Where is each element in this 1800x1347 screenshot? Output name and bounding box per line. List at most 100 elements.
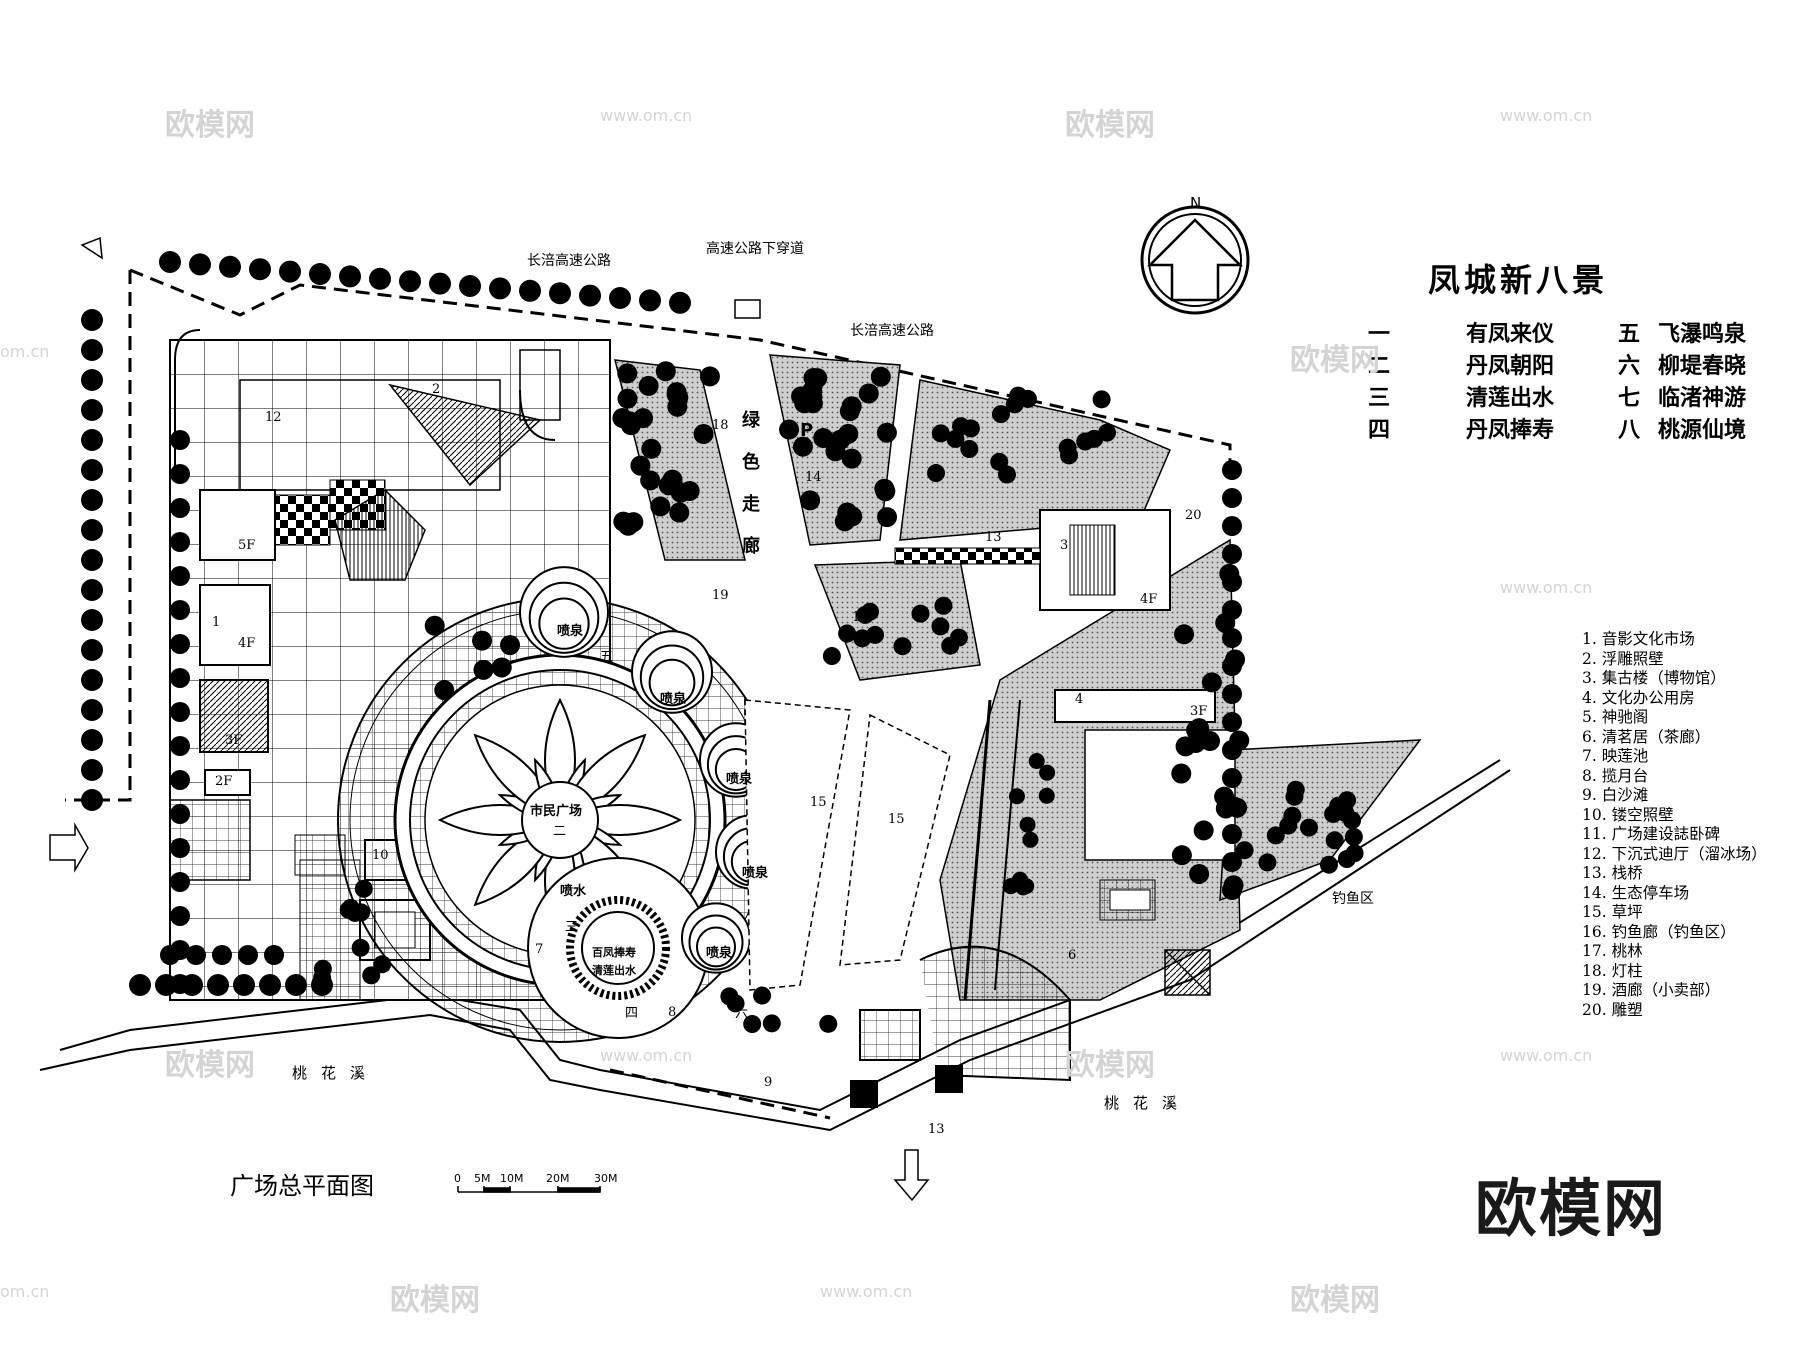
zone-number: 15 xyxy=(852,610,869,625)
scene-row: 一有凤来仪五飞瀑鸣泉 xyxy=(1368,318,1746,350)
tree-symbol xyxy=(1222,600,1242,620)
zone-number: 7 xyxy=(535,942,544,957)
tree-symbol xyxy=(1019,816,1036,833)
tree-symbol xyxy=(500,635,521,656)
tree-symbol xyxy=(1222,460,1242,480)
key-item: 12. 下沉式迪厅（溜冰场） xyxy=(1582,844,1767,863)
zone-number: 20 xyxy=(1185,508,1202,523)
tree-symbol xyxy=(1222,544,1242,564)
tree-symbol xyxy=(1299,818,1318,837)
watermark: 欧模网 xyxy=(1065,108,1155,143)
key-item: 19. 酒廊（小卖部） xyxy=(1582,981,1721,999)
tree-symbol xyxy=(1258,853,1277,872)
tree-symbol xyxy=(170,804,190,824)
watermark: 欧模网 xyxy=(165,1048,255,1083)
tree-symbol xyxy=(170,532,190,552)
tree-symbol xyxy=(630,455,651,476)
zone-number: 10 xyxy=(372,848,389,863)
tree-symbol xyxy=(81,369,103,391)
green-corridor-label: 绿色走廊 xyxy=(742,410,760,557)
tree-symbol xyxy=(81,699,103,721)
tree-symbol xyxy=(640,470,661,491)
scene-name: 丹凤捧寿 xyxy=(1466,417,1555,443)
tree-symbol xyxy=(1325,831,1344,850)
road-label: 高速公路下穿道 xyxy=(706,241,804,257)
tree-symbol xyxy=(399,270,421,293)
plan-caption: 广场总平面图 xyxy=(230,1172,374,1200)
scene-marker: 六 xyxy=(735,1006,749,1021)
tree-symbol xyxy=(997,465,1016,484)
fountain-label: 喷泉 xyxy=(706,946,733,961)
tree-symbol xyxy=(623,512,644,533)
watermark: www.om.cn xyxy=(1500,578,1593,597)
floor-label: 3F xyxy=(225,733,243,748)
tree-symbol xyxy=(753,986,772,1005)
tree-symbol xyxy=(249,258,271,281)
tree-symbol xyxy=(1222,656,1242,676)
tree-symbol xyxy=(639,289,661,312)
tree-symbol xyxy=(491,657,512,678)
road-label: 长涪高速公路 xyxy=(527,253,611,269)
tree-symbol xyxy=(170,702,190,722)
key-item: 17. 桃林 xyxy=(1582,942,1643,960)
tree-symbol xyxy=(81,549,103,571)
tree-symbol xyxy=(617,388,638,409)
site-boundary xyxy=(129,268,1232,470)
scene-row: 二丹凤朝阳六柳堤春晓 xyxy=(1368,350,1746,382)
tree-symbol xyxy=(351,938,370,957)
key-item: 6. 清茗居（茶廊） xyxy=(1582,727,1711,746)
tree-symbol xyxy=(1005,395,1024,414)
tree-symbol xyxy=(345,903,364,922)
tree-symbol xyxy=(472,630,493,651)
tree-symbol xyxy=(186,945,206,965)
tree-symbol xyxy=(620,415,641,436)
building-4-office xyxy=(1054,689,1216,723)
zone-number: 8 xyxy=(668,1005,677,1020)
zone-number: 9 xyxy=(764,1075,773,1090)
key-item: 2. 浮雕照壁 xyxy=(1582,649,1664,668)
tree-symbol xyxy=(362,966,381,985)
center-circle-label: 百凤捧寿 xyxy=(592,946,636,959)
tree-symbol xyxy=(170,566,190,586)
tree-symbol xyxy=(1193,820,1214,841)
tree-symbol xyxy=(813,427,834,448)
north-label: N xyxy=(1190,194,1202,212)
key-item: 11. 广场建设誌卧碑 xyxy=(1582,825,1721,843)
scene-name: 丹凤朝阳 xyxy=(1466,353,1555,379)
scale-label: 30M xyxy=(594,1172,618,1185)
tree-symbol xyxy=(81,639,103,661)
tree-symbol xyxy=(1201,672,1222,693)
tree-symbol xyxy=(853,629,872,648)
tree-symbol xyxy=(720,987,739,1006)
tree-symbol xyxy=(650,496,671,517)
tree-symbol xyxy=(960,439,979,458)
scene-list: 一有凤来仪五飞瀑鸣泉 二丹凤朝阳六柳堤春晓 三清莲出水七临渚神游 四丹凤捧寿八桃… xyxy=(1368,318,1746,446)
tree-symbol xyxy=(819,1014,838,1033)
scale-label: 0 xyxy=(454,1172,461,1185)
tree-symbol xyxy=(838,624,857,643)
floor-label: 5F xyxy=(238,538,256,553)
tree-symbol xyxy=(189,253,211,276)
scene-name: 柳堤春晓 xyxy=(1658,353,1747,379)
tree-symbol xyxy=(1222,684,1242,704)
tree-symbol xyxy=(1189,863,1210,884)
zone-number: 2 xyxy=(432,382,441,397)
tree-symbol xyxy=(170,634,190,654)
tree-symbol xyxy=(1200,731,1221,752)
tree-symbol xyxy=(638,375,659,396)
tree-symbol xyxy=(81,309,103,331)
scene-name: 飞瀑鸣泉 xyxy=(1658,321,1747,347)
scene-name: 桃源仙境 xyxy=(1658,417,1747,443)
tree-symbol xyxy=(841,448,862,469)
key-item: 1. 音影文化市场 xyxy=(1582,630,1695,648)
key-item: 20. 雕塑 xyxy=(1582,1000,1643,1019)
tree-symbol xyxy=(834,511,855,532)
tree-symbol xyxy=(159,251,181,273)
building-3f xyxy=(199,679,269,753)
tree-symbol xyxy=(1222,516,1242,536)
floor-label: 2F xyxy=(215,774,233,789)
center-circle-label: 清莲出水 xyxy=(592,964,636,977)
tree-symbol xyxy=(658,475,679,496)
tree-symbol xyxy=(1039,764,1056,781)
